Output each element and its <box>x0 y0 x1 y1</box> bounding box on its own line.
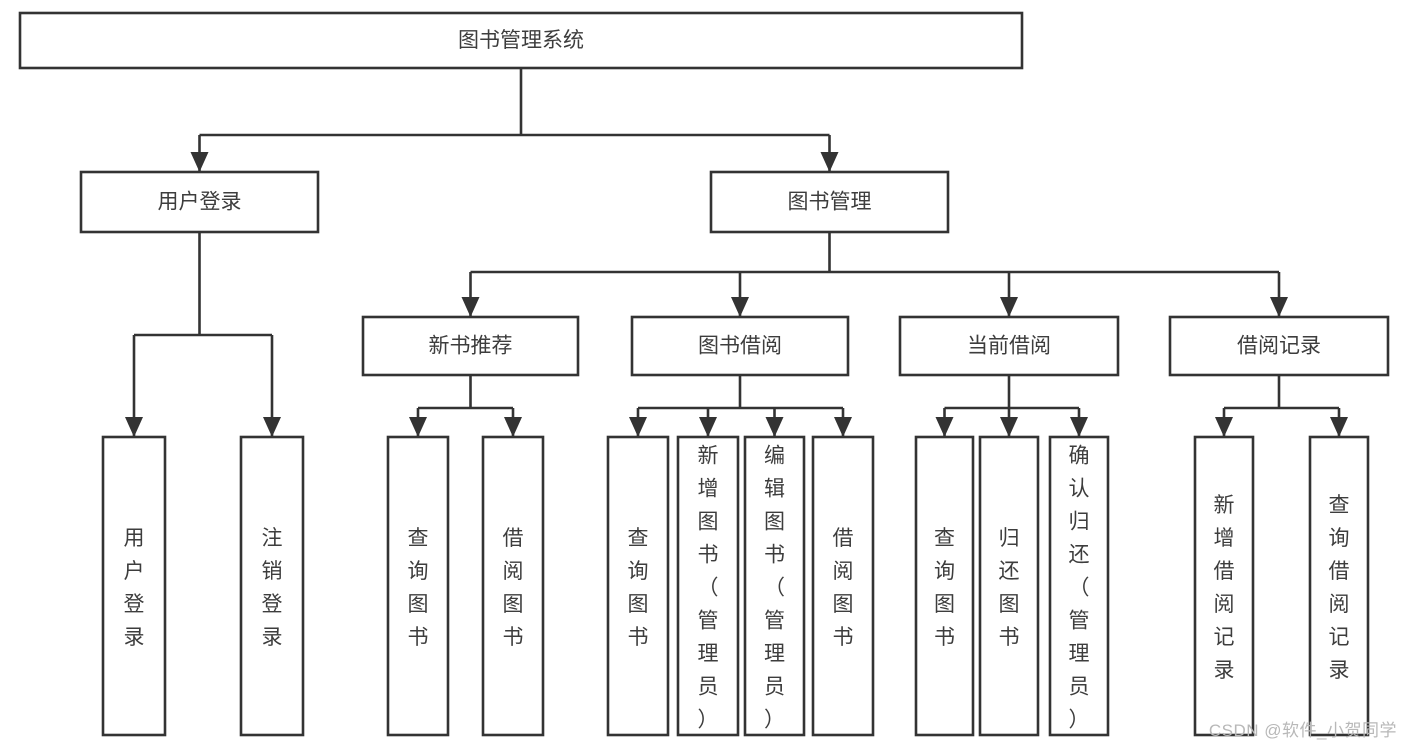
node-label-leaf-borrow-book-recommend: 借阅图书 <box>503 527 524 649</box>
arrow-head-icon <box>834 417 852 437</box>
arrow-head-icon <box>1070 417 1088 437</box>
arrow-head-icon <box>765 417 784 437</box>
node-label-current-borrow: 当前借阅 <box>967 335 1051 358</box>
node-leaf-query-borrow-record[interactable]: 查询借阅记录 <box>1308 435 1370 737</box>
node-leaf-logout-login[interactable]: 注销登录 <box>239 435 305 737</box>
node-label-leaf-borrow-book: 借阅图书 <box>833 527 854 649</box>
node-borrow-record[interactable]: 借阅记录 <box>1168 315 1390 377</box>
node-label-root: 图书管理系统 <box>458 29 584 52</box>
node-label-leaf-logout-login: 注销登录 <box>262 527 283 649</box>
node-box-leaf-edit-book-admin <box>743 435 806 737</box>
node-box-leaf-query-book-recommend <box>386 435 450 737</box>
arrow-head-icon <box>409 417 427 437</box>
node-label-leaf-return-book: 归还图书 <box>999 527 1020 649</box>
arrow-head-icon <box>190 152 209 172</box>
node-box-leaf-return-book <box>978 435 1040 737</box>
arrow-head-icon <box>125 417 143 437</box>
arrow-head-icon <box>820 152 839 172</box>
node-leaf-add-book-admin[interactable]: 新增图书（管理员） <box>676 435 740 737</box>
node-root[interactable]: 图书管理系统 <box>18 11 1024 70</box>
node-leaf-return-book[interactable]: 归还图书 <box>978 435 1040 737</box>
node-label-leaf-user-login: 用户登录 <box>124 527 145 649</box>
node-label-book-borrow: 图书借阅 <box>698 335 782 358</box>
node-label-user-login: 用户登录 <box>158 191 242 214</box>
arrow-head-icon <box>1330 417 1348 437</box>
node-box-leaf-query-book-borrow <box>606 435 670 737</box>
node-label-borrow-record: 借阅记录 <box>1237 335 1321 358</box>
arrow-head-icon <box>629 417 647 437</box>
node-layer: 图书管理系统用户登录图书管理新书推荐图书借阅当前借阅借阅记录用户登录注销登录查询… <box>18 11 1390 737</box>
node-label-leaf-confirm-return-admin: 确认归还（管理员） <box>1069 445 1090 732</box>
node-label-leaf-add-book-admin: 新增图书（管理员） <box>698 445 719 732</box>
node-box-leaf-query-borrow-record <box>1308 435 1370 737</box>
node-label-leaf-add-borrow-record: 新增借阅记录 <box>1214 494 1235 682</box>
node-label-new-book-recommend: 新书推荐 <box>429 335 513 358</box>
node-box-book-management <box>709 170 950 234</box>
node-box-new-book-recommend <box>361 315 580 377</box>
node-label-leaf-query-book-current: 查询图书 <box>934 527 955 649</box>
node-label-leaf-query-borrow-record: 查询借阅记录 <box>1329 494 1350 682</box>
arrow-head-icon <box>1270 297 1288 317</box>
node-box-book-borrow <box>630 315 850 377</box>
node-leaf-borrow-book[interactable]: 借阅图书 <box>811 435 875 737</box>
arrow-head-icon <box>731 297 749 317</box>
node-leaf-query-book-recommend[interactable]: 查询图书 <box>386 435 450 737</box>
node-box-leaf-borrow-book-recommend <box>481 435 545 737</box>
node-book-borrow[interactable]: 图书借阅 <box>630 315 850 377</box>
arrow-head-icon <box>504 417 522 437</box>
node-leaf-query-book-current[interactable]: 查询图书 <box>914 435 975 737</box>
node-box-root <box>18 11 1024 70</box>
node-leaf-edit-book-admin[interactable]: 编辑图书（管理员） <box>743 435 806 737</box>
node-new-book-recommend[interactable]: 新书推荐 <box>361 315 580 377</box>
node-book-management[interactable]: 图书管理 <box>709 170 950 234</box>
node-leaf-user-login[interactable]: 用户登录 <box>101 435 167 737</box>
arrow-head-icon <box>461 297 480 317</box>
node-box-leaf-add-borrow-record <box>1193 435 1255 737</box>
arrow-head-icon <box>1215 417 1233 437</box>
node-box-leaf-logout-login <box>239 435 305 737</box>
arrow-head-icon <box>263 417 281 437</box>
node-box-leaf-query-book-current <box>914 435 975 737</box>
node-label-book-management: 图书管理 <box>788 191 872 214</box>
node-box-leaf-borrow-book <box>811 435 875 737</box>
node-label-leaf-query-book-borrow: 查询图书 <box>628 527 649 649</box>
arrow-head-icon <box>935 417 954 437</box>
connector-layer <box>125 68 1348 437</box>
arrow-head-icon <box>699 417 717 437</box>
node-user-login[interactable]: 用户登录 <box>79 170 320 234</box>
node-box-borrow-record <box>1168 315 1390 377</box>
node-leaf-confirm-return-admin[interactable]: 确认归还（管理员） <box>1048 435 1110 737</box>
node-box-leaf-confirm-return-admin <box>1048 435 1110 737</box>
node-box-leaf-user-login <box>101 435 167 737</box>
node-box-leaf-add-book-admin <box>676 435 740 737</box>
node-leaf-borrow-book-recommend[interactable]: 借阅图书 <box>481 435 545 737</box>
node-current-borrow[interactable]: 当前借阅 <box>898 315 1120 377</box>
arrow-head-icon <box>1000 417 1018 437</box>
arrow-head-icon <box>1000 297 1018 317</box>
node-label-leaf-query-book-recommend: 查询图书 <box>408 527 429 649</box>
node-leaf-add-borrow-record[interactable]: 新增借阅记录 <box>1193 435 1255 737</box>
node-box-user-login <box>79 170 320 234</box>
node-box-current-borrow <box>898 315 1120 377</box>
node-label-leaf-edit-book-admin: 编辑图书（管理员） <box>764 445 785 732</box>
node-leaf-query-book-borrow[interactable]: 查询图书 <box>606 435 670 737</box>
